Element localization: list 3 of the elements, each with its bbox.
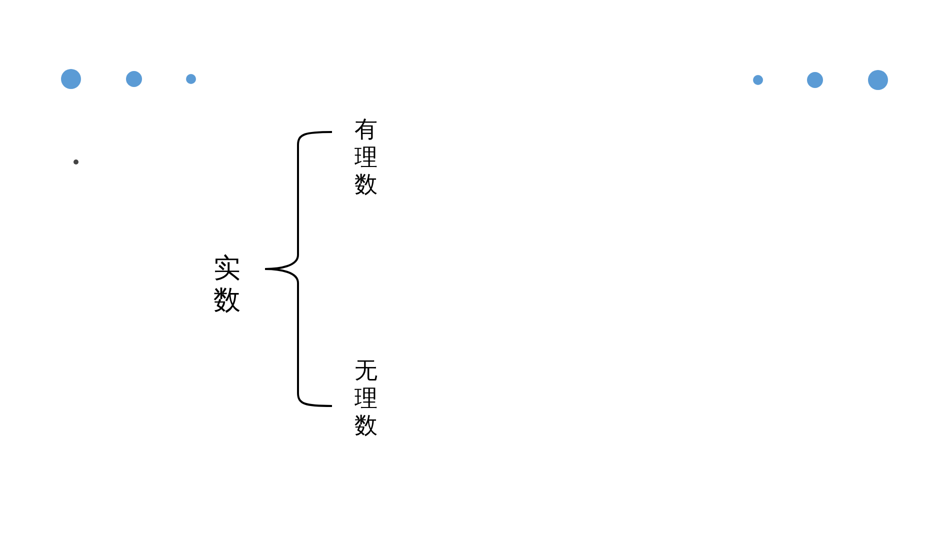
- vertical-label: 有理数: [354, 117, 378, 200]
- vertical-label: 无理数: [354, 358, 378, 441]
- vertical-label: 实数: [213, 253, 241, 318]
